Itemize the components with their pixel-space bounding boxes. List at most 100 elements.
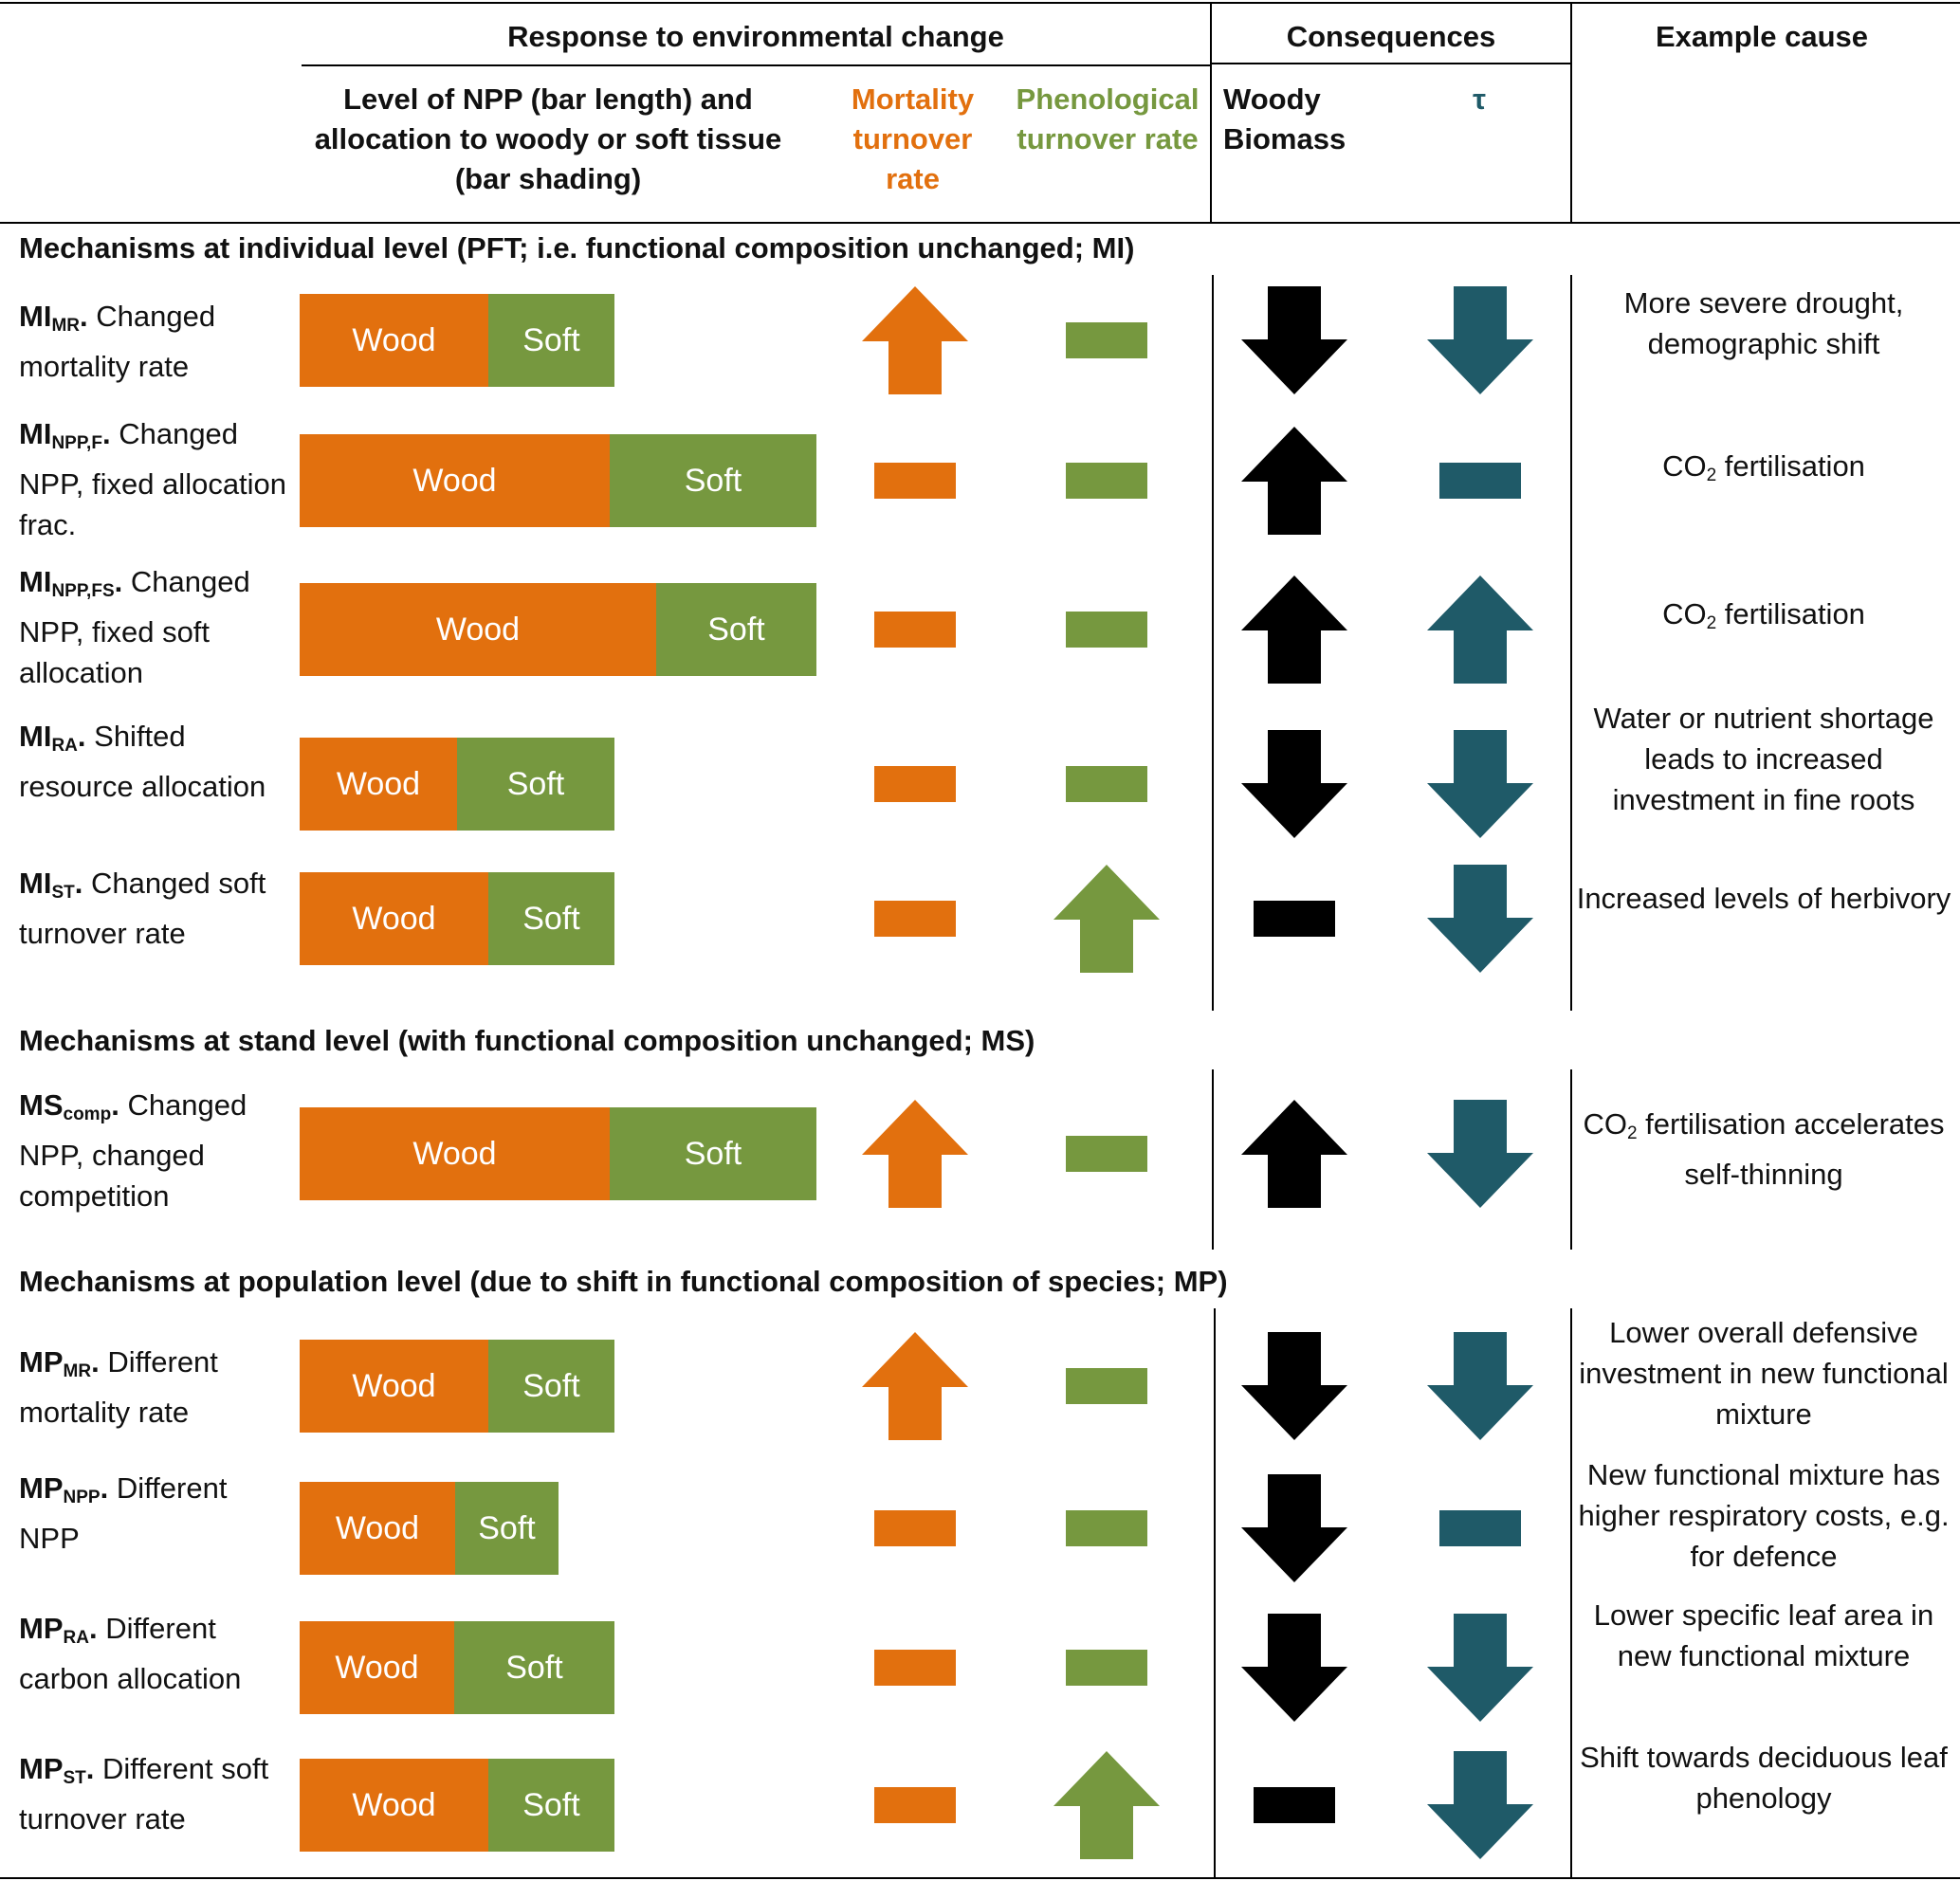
soft-segment: Soft — [455, 1482, 559, 1575]
tau-arrow-icon — [1427, 286, 1533, 399]
example-cause: Lower overall defensive investment in ne… — [1579, 1316, 1949, 1431]
woody-biomass-arrow-icon — [1241, 1614, 1347, 1726]
soft-segment: Soft — [488, 1759, 614, 1852]
response-header-rule — [302, 64, 1210, 66]
phenological-dash-icon — [1066, 1650, 1147, 1690]
wood-segment: Wood — [300, 1482, 455, 1575]
example-cause-header: Example cause — [1655, 20, 1869, 53]
divider-cause-stand — [1570, 1069, 1572, 1250]
mortality-dash-icon — [874, 901, 956, 941]
wood-segment: Wood — [300, 1340, 488, 1433]
woody-biomass-arrow-icon — [1241, 1474, 1347, 1587]
tau-arrow-icon — [1427, 1332, 1533, 1445]
mortality-arrow-icon — [862, 1332, 968, 1445]
top-rule — [0, 2, 1960, 4]
phenological-dash-icon — [1066, 1368, 1147, 1409]
woody-biomass-arrow-icon — [1241, 730, 1347, 843]
consequences-header: Consequences — [1286, 20, 1496, 53]
tau-arrow-icon — [1427, 1100, 1533, 1213]
soft-segment: Soft — [656, 583, 816, 676]
section-title-population: Mechanisms at population level (due to s… — [19, 1265, 1228, 1298]
tau-arrow-icon — [1427, 575, 1533, 688]
soft-segment: Soft — [454, 1621, 614, 1714]
woody-biomass-arrow-icon — [1241, 1100, 1347, 1213]
soft-segment: Soft — [488, 872, 614, 965]
mechanism-label: MPMR. Different mortality rate — [19, 1345, 218, 1429]
woody-biomass-arrow-icon — [1241, 427, 1347, 539]
example-cause: CO2 fertilisation accelerates self-thinn… — [1583, 1107, 1945, 1191]
response-header: Response to environmental change — [507, 20, 1004, 53]
woody-biomass-column-header: Woody Biomass — [1223, 82, 1346, 155]
phenological-column-header: Phenological turnover rate — [1016, 82, 1200, 155]
soft-segment: Soft — [610, 1107, 816, 1200]
divider-consequences-individual — [1212, 275, 1214, 1011]
npp-column-header: Level of NPP (bar length) and allocation… — [314, 82, 782, 195]
phenological-dash-icon — [1066, 612, 1147, 652]
divider-cause-individual — [1570, 275, 1572, 1011]
mortality-arrow-icon — [862, 1100, 968, 1213]
soft-segment: Soft — [488, 1340, 614, 1433]
header-divider-cause — [1570, 2, 1572, 222]
mortality-dash-icon — [874, 463, 956, 503]
phenological-dash-icon — [1066, 766, 1147, 807]
wood-segment: Wood — [300, 434, 610, 527]
phenological-dash-icon — [1066, 463, 1147, 503]
example-cause: Increased levels of herbivory — [1576, 882, 1951, 915]
phenological-dash-icon — [1066, 322, 1147, 363]
mechanism-label: MINPP,FS. Changed NPP, fixed soft alloca… — [19, 565, 250, 689]
mechanism-label: MINPP,F. Changed NPP, fixed allocation f… — [19, 417, 287, 541]
divider-consequences-population — [1214, 1308, 1216, 1877]
mortality-dash-icon — [874, 612, 956, 652]
section-title-individual: Mechanisms at individual level (PFT; i.e… — [19, 231, 1135, 265]
tau-column-header: τ — [1473, 82, 1486, 116]
tau-arrow-icon — [1427, 1614, 1533, 1726]
header-bottom-rule — [0, 222, 1960, 224]
mechanism-label: MIMR. Changed mortality rate — [19, 300, 216, 383]
mortality-dash-icon — [874, 766, 956, 807]
mechanism-label: MScomp. Changed NPP, changed competition — [19, 1088, 247, 1213]
example-cause: Water or nutrient shortage leads to incr… — [1593, 702, 1934, 816]
phenological-dash-icon — [1066, 1510, 1147, 1551]
consequences-header-rule — [1212, 63, 1570, 64]
woody-biomass-arrow-icon — [1241, 1332, 1347, 1445]
header-divider-consequences — [1210, 2, 1212, 222]
example-cause: Shift towards deciduous leaf phenology — [1580, 1741, 1948, 1815]
tau-dash-icon — [1439, 1510, 1521, 1551]
phenological-arrow-icon — [1053, 1751, 1160, 1864]
soft-segment: Soft — [610, 434, 816, 527]
tau-arrow-icon — [1427, 865, 1533, 977]
tau-arrow-icon — [1427, 1751, 1533, 1864]
mechanism-label: MPNPP. Different NPP — [19, 1471, 228, 1555]
tau-dash-icon — [1439, 463, 1521, 503]
woody-biomass-dash-icon — [1254, 901, 1335, 941]
wood-segment: Wood — [300, 1759, 488, 1852]
wood-segment: Wood — [300, 872, 488, 965]
wood-segment: Wood — [300, 583, 656, 676]
wood-segment: Wood — [300, 738, 457, 831]
mechanism-label: MIRA. Shifted resource allocation — [19, 720, 266, 803]
section-title-stand: Mechanisms at stand level (with function… — [19, 1024, 1035, 1057]
example-cause: CO2 fertilisation — [1662, 449, 1865, 485]
soft-segment: Soft — [457, 738, 614, 831]
phenological-arrow-icon — [1053, 865, 1160, 977]
divider-consequences-stand — [1212, 1069, 1214, 1250]
example-cause: More severe drought, demographic shift — [1623, 286, 1904, 360]
soft-segment: Soft — [488, 294, 614, 387]
mechanism-label: MIST. Changed soft turnover rate — [19, 867, 266, 950]
example-cause: Lower specific leaf area in new function… — [1593, 1598, 1934, 1672]
mortality-dash-icon — [874, 1510, 956, 1551]
divider-cause-population — [1570, 1308, 1572, 1877]
wood-segment: Wood — [300, 1621, 454, 1714]
wood-segment: Wood — [300, 294, 488, 387]
tau-arrow-icon — [1427, 730, 1533, 843]
mortality-dash-icon — [874, 1787, 956, 1828]
mortality-arrow-icon — [862, 286, 968, 399]
